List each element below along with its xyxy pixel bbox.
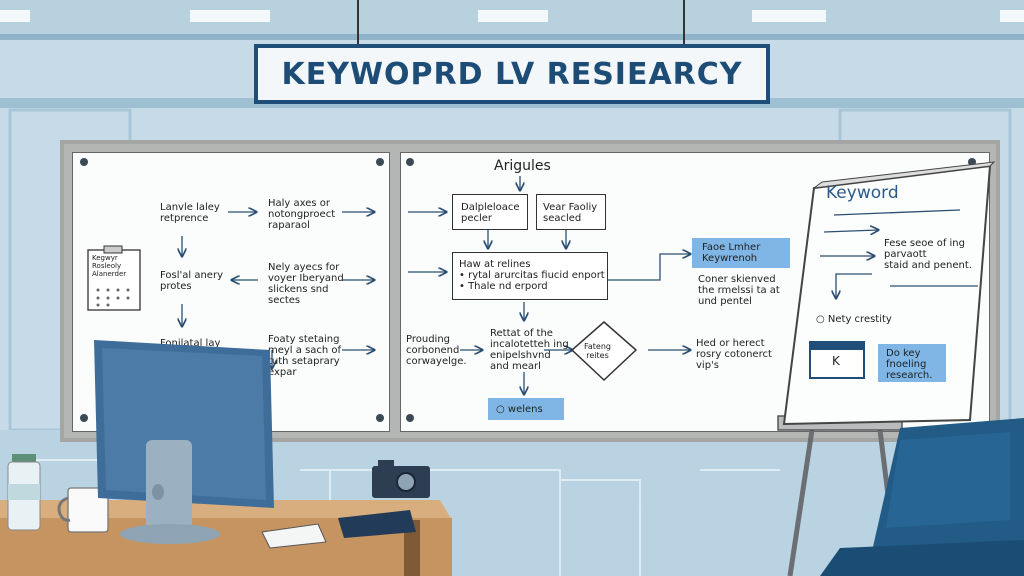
easel-radio-label: ○ Nety crestity (816, 314, 892, 325)
diamond-text: Fateng reites (584, 342, 611, 360)
middle-header: Arigules (494, 158, 551, 174)
process-box-2: Vear Faoliy seacled (536, 194, 606, 230)
middle-mid-text: Rettat of the incalotetteh ing enipelshv… (490, 328, 569, 372)
pin-icon (376, 158, 384, 166)
camera-icon (372, 460, 430, 498)
blue-box-keyword: Faoe Lmher Keywrenoh (692, 238, 790, 268)
office-chair (820, 418, 1024, 576)
pin-icon (406, 158, 414, 166)
title-sign: KEYWOPRD LV RESIEARCY (254, 44, 770, 104)
pin-icon (376, 414, 384, 422)
middle-left-text: Prouding corbonend corwayelge. (406, 334, 467, 367)
pin-icon (80, 414, 88, 422)
water-bottle-icon (7, 454, 41, 531)
pin-icon (80, 158, 88, 166)
middle-right-text: Hed or herect rosry cotonerct vip's (696, 338, 772, 371)
decision-diamond (570, 321, 638, 382)
arrow (606, 254, 690, 281)
easel-text1: Fese seoe of ing parvaott staid and pene… (884, 238, 972, 271)
process-box-3: Haw at relines • rytal arurcitas fiucid … (452, 252, 608, 300)
left-row1-col1: Lanvle laley retprence (160, 202, 220, 224)
computer-monitor (94, 340, 274, 544)
easel-blue-box: Do key fnoeling research. (878, 344, 946, 382)
ceiling-light (478, 10, 548, 22)
paper-note (261, 523, 327, 549)
coffee-mug-icon (57, 487, 109, 533)
ceiling-light (190, 10, 270, 22)
left-row3-col1: Fonilatal lay (160, 338, 221, 349)
easel-title: Keyword (826, 183, 899, 203)
clipboard-icon (87, 245, 141, 311)
below-blue-text: Coner skienved the rmelssi ta at und pen… (698, 274, 780, 307)
key-icon-letter: K (832, 354, 840, 368)
left-row2-col1: Fosl'al anery protes (160, 270, 223, 292)
sign-title: KEYWOPRD LV RESIEARCY (281, 56, 743, 92)
left-row3-col2: Foaty stetaing meyl a sach of tuth setap… (268, 334, 342, 378)
pin-icon (406, 414, 414, 422)
key-window-icon (809, 341, 865, 379)
left-row1-col2: Haly axes or notongproect raparaol (268, 198, 336, 231)
process-box-1: Dalpleloace pecler (452, 194, 528, 230)
left-row2-col2: Nely ayecs for voyer Iberyand slickens s… (268, 262, 344, 306)
notebook-icon (338, 510, 416, 538)
ceiling-light (1000, 10, 1024, 22)
blue-button-welens: ○ welens (488, 398, 564, 420)
desk (0, 500, 452, 520)
ceiling-light (0, 10, 30, 22)
clipboard-text: Kegwyr Rosleoly Alanerder (92, 254, 127, 278)
ceiling-light (752, 10, 826, 22)
